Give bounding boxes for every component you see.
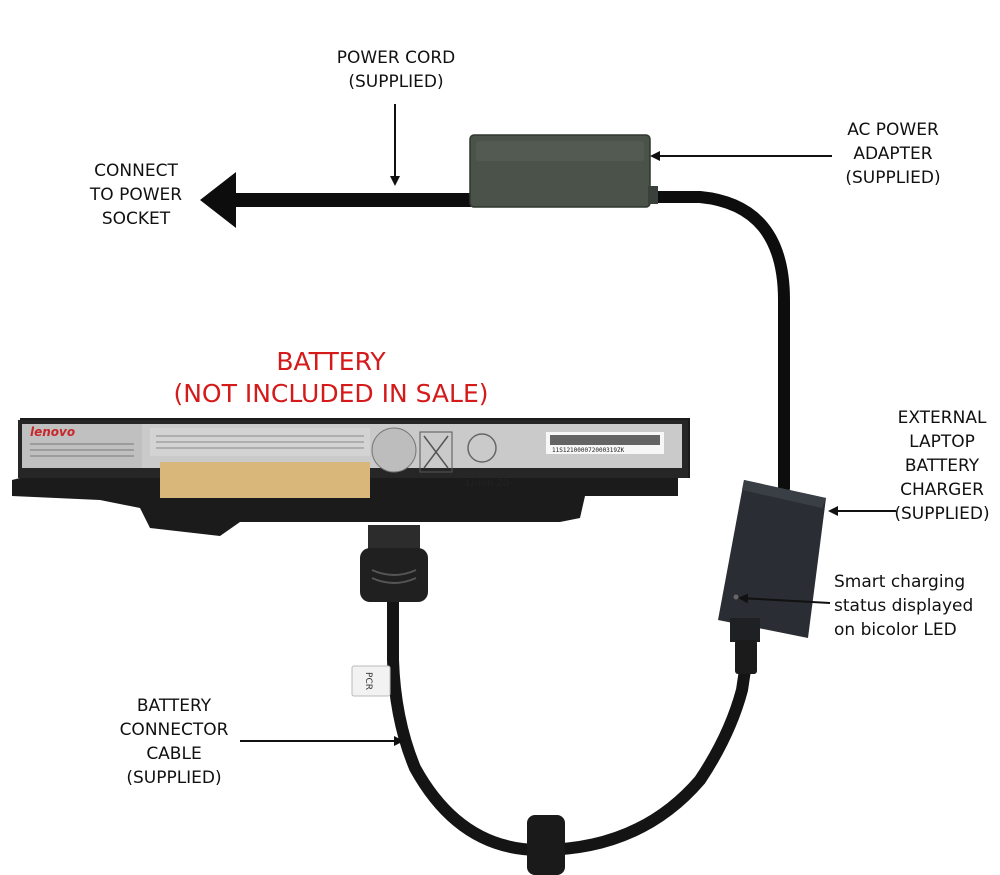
ferrite-bead bbox=[527, 815, 565, 875]
cable-tag: PCR bbox=[351, 665, 391, 697]
ac-power-adapter bbox=[469, 134, 658, 208]
ac-adapter-label-line: (SUPPLIED) bbox=[845, 168, 941, 188]
ac-adapter-label: AC POWER ADAPTER (SUPPLIED) bbox=[826, 118, 960, 190]
power-cord bbox=[200, 172, 471, 228]
battery-title-line: BATTERY bbox=[276, 347, 386, 376]
battery-pack: lenovo Li-ion 20 11S121000072000319ZK bbox=[12, 418, 690, 536]
battery-plug bbox=[360, 525, 428, 602]
led-note-line: on bicolor LED bbox=[834, 620, 957, 640]
annotation-arrows bbox=[240, 104, 896, 746]
battery-connector-cable bbox=[387, 589, 754, 857]
power-cord-label-line: (SUPPLIED) bbox=[348, 72, 444, 92]
adapter-to-charger-cable bbox=[644, 191, 790, 494]
power-cord-label-line: POWER CORD bbox=[336, 48, 456, 68]
charger-label-line: EXTERNAL bbox=[897, 408, 987, 428]
charger-label-line: (SUPPLIED) bbox=[894, 504, 990, 524]
charger-label-line: BATTERY bbox=[904, 456, 980, 476]
external-battery-charger bbox=[718, 480, 826, 674]
power-cord-label: POWER CORD (SUPPLIED) bbox=[318, 46, 474, 94]
battery-serial-text: 11S121000072000319ZK bbox=[552, 447, 625, 454]
charger-label-line: LAPTOP bbox=[909, 432, 975, 452]
battery-brand-text: lenovo bbox=[30, 425, 75, 439]
connect-label-line: TO POWER bbox=[89, 185, 183, 205]
battery-title-line: (NOT INCLUDED IN SALE) bbox=[173, 379, 489, 408]
battery-title-label: BATTERY (NOT INCLUDED IN SALE) bbox=[156, 346, 506, 410]
led-note-line: status displayed bbox=[834, 596, 974, 616]
connect-to-socket-label: CONNECT TO POWER SOCKET bbox=[76, 159, 196, 231]
battery-cell-type-text: Li-ion 20 bbox=[466, 478, 509, 489]
connect-label-line: SOCKET bbox=[101, 209, 171, 229]
connector-cable-label-line: BATTERY bbox=[136, 696, 212, 716]
bicolor-led bbox=[733, 594, 739, 600]
charger-label-line: CHARGER bbox=[900, 480, 984, 500]
connect-label-line: CONNECT bbox=[94, 161, 178, 181]
ac-adapter-label-line: ADAPTER bbox=[853, 144, 933, 164]
led-note-line: Smart charging bbox=[834, 572, 966, 592]
connector-cable-label: BATTERY CONNECTOR CABLE (SUPPLIED) bbox=[108, 694, 240, 790]
led-arrow bbox=[738, 593, 831, 604]
connector-cable-label-line: (SUPPLIED) bbox=[126, 768, 222, 788]
external-charger-label: EXTERNAL LAPTOP BATTERY CHARGER (SUPPLIE… bbox=[886, 406, 998, 526]
ac-adapter-label-line: AC POWER bbox=[847, 120, 939, 140]
cable-tag-text: PCR bbox=[363, 672, 373, 690]
battery-warning-label bbox=[160, 462, 370, 498]
connector-cable-label-line: CONNECTOR bbox=[119, 720, 229, 740]
led-note-label: Smart charging status displayed on bicol… bbox=[834, 570, 994, 642]
connector-cable-label-line: CABLE bbox=[146, 744, 202, 764]
